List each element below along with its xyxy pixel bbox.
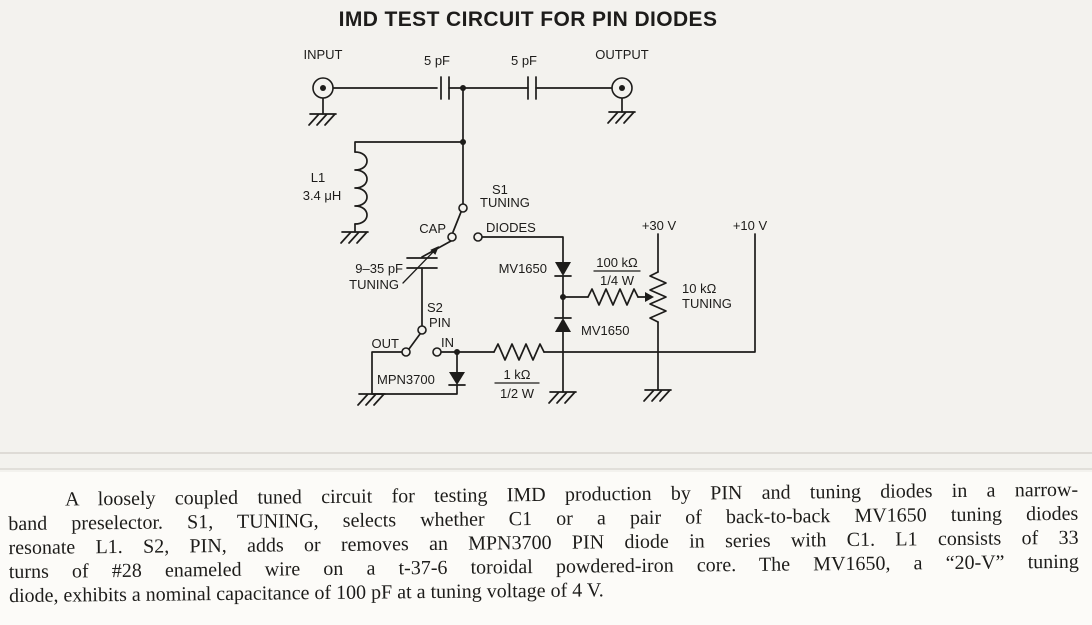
r2-power-label: 1/2 W [500, 386, 535, 401]
input-connector [312, 77, 334, 99]
variable-capacitor [402, 246, 439, 284]
figure-divider-line-top [0, 452, 1092, 454]
ground-pin-diode [357, 393, 386, 406]
switch1-name-label: TUNING [480, 195, 530, 210]
switch1-pos-cap-label: CAP [419, 221, 446, 236]
figure-divider-line-bottom [0, 468, 1092, 470]
junction-dots [454, 85, 566, 355]
cap2-value-label: 5 pF [511, 53, 537, 68]
inductor-coil [354, 151, 368, 225]
r1-power-label: 1/4 W [600, 273, 635, 288]
switch1-pos-diodes-label: DIODES [486, 220, 536, 235]
resistor-1k [493, 343, 545, 361]
input-label: INPUT [304, 47, 343, 62]
output-connector [611, 77, 633, 99]
pin-diode-symbol [448, 372, 466, 386]
schematic-svg: IMD TEST CIRCUIT FOR PIN DIODES [303, 8, 768, 406]
r1-value-label: 100 kΩ [596, 255, 638, 270]
supply-30v-label: +30 V [642, 218, 677, 233]
switch-s2 [401, 325, 442, 357]
switch2-pos-out-label: OUT [372, 336, 400, 351]
ground-inductor [340, 231, 369, 244]
cap1-value-label: 5 pF [424, 53, 450, 68]
switch2-ref-label: S2 [427, 300, 443, 315]
caption-text-block: A loosely coupled tuned circuit for test… [8, 478, 1079, 608]
ground-potentiometer [643, 389, 672, 402]
tuning-diode-top-label: MV1650 [499, 261, 547, 276]
figure-caption: A loosely coupled tuned circuit for test… [0, 472, 1092, 625]
switch2-pos-in-label: IN [441, 335, 454, 350]
pot-value-label: 10 kΩ [682, 281, 717, 296]
schematic-figure: IMD TEST CIRCUIT FOR PIN DIODES [303, 8, 768, 406]
ground-input [308, 113, 337, 126]
figure-title: IMD TEST CIRCUIT FOR PIN DIODES [339, 8, 718, 31]
pin-diode-part-label: MPN3700 [377, 372, 435, 387]
ground-tuning-diodes [548, 391, 577, 404]
resistor-100k [587, 288, 639, 306]
switch-s1 [447, 203, 483, 242]
switch2-name-label: PIN [429, 315, 451, 330]
output-label: OUTPUT [595, 47, 649, 62]
label-rules [494, 270, 641, 384]
varcap-name-label: TUNING [349, 277, 399, 292]
switch1-ref-label: S1 [492, 182, 508, 197]
pot-name-label: TUNING [682, 296, 732, 311]
tuning-diode-top-symbol [554, 262, 572, 277]
tuning-diode-bottom-label: MV1650 [581, 323, 629, 338]
r2-value-label: 1 kΩ [503, 367, 530, 382]
capacitor-5pf-plates [440, 76, 537, 100]
inductor-value-label: 3.4 μH [303, 188, 342, 203]
potentiometer-10k [645, 271, 667, 323]
inductor-ref-label: L1 [311, 170, 325, 185]
supply-10v-label: +10 V [733, 218, 768, 233]
ground-output [607, 111, 636, 124]
tuning-diode-bottom-symbol [554, 317, 572, 332]
varcap-value-label: 9–35 pF [355, 261, 403, 276]
